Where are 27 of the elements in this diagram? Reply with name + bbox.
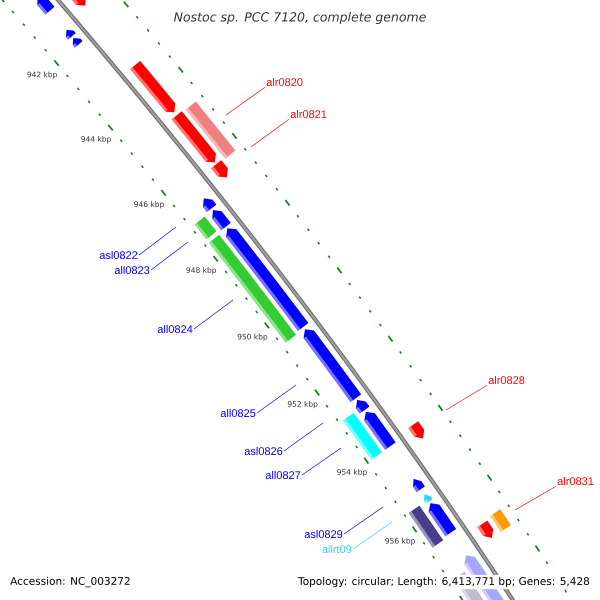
diagram-title: Nostoc sp. PCC 7120, complete genome xyxy=(174,12,426,24)
leader-line xyxy=(446,384,488,410)
gene-label: all0824 xyxy=(158,324,192,334)
gene-label: all0823 xyxy=(114,266,150,274)
footer-text: Topology: circular; Length: 6,413,771 bp; Genes: 5,428 xyxy=(296,574,592,590)
leader-line xyxy=(250,118,290,148)
footer-text: Accession: NC_003272 xyxy=(8,574,133,590)
leader-line xyxy=(514,486,556,510)
gene-label: asl0826 xyxy=(244,446,282,456)
gene-label: all0825 xyxy=(220,408,256,418)
gene-label: alr0831 xyxy=(558,476,594,486)
gene-label: asl0829 xyxy=(304,530,342,538)
gene-label: alr0820 xyxy=(266,78,302,86)
leader-line xyxy=(344,506,384,534)
leader-line xyxy=(284,422,324,452)
leader-line xyxy=(352,522,392,550)
leader-line xyxy=(150,242,188,270)
gene-label: all0827 xyxy=(266,470,300,480)
gene-label: alr0828 xyxy=(488,376,524,384)
leader-line xyxy=(138,226,176,256)
gene-label: alr0821 xyxy=(290,110,326,118)
gene-label: allrt09 xyxy=(322,544,352,554)
leader-line xyxy=(256,384,296,414)
gene-label: asl0822 xyxy=(100,250,138,260)
leader-line xyxy=(302,448,342,476)
leader-line xyxy=(194,300,234,330)
leader-line xyxy=(226,86,266,116)
